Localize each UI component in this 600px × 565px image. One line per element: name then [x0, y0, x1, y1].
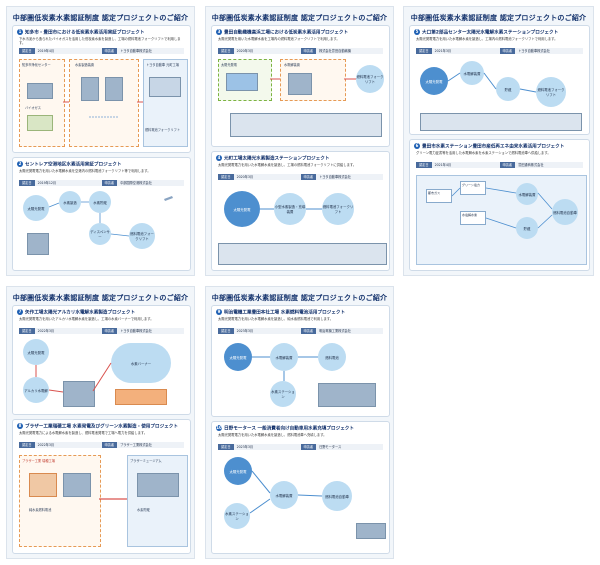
project-description: 太陽光発電電力による水電解水素を製造し、燃料電池発電で工場へ電力を供給します。	[19, 431, 148, 435]
project-description: 太陽光発電電力を用いた水電解水素を製造し、純水素燃料電池で利用します。	[218, 317, 334, 321]
panel-title: 中部圏低炭素水素認証制度 認定プロジェクトのご紹介	[12, 294, 189, 302]
panel-title: 中部圏低炭素水素認証制度 認定プロジェクトのご紹介	[211, 294, 388, 302]
project-description: 太陽光発電電力を用いたアルカリ水電解水素を製造し、工場の水素バーナーで利用します…	[19, 317, 154, 321]
project-description: 太陽光発電電力を用いた水電解水素を空港内の燃料電池フォークリフト等で利用します。	[19, 169, 151, 173]
project-diagram: 太陽光発電 水電解装置 燃料電池フォークリフト	[218, 57, 384, 140]
project-diagram: 太陽光発電 アルカリ水電解 水素バーナー	[19, 337, 184, 408]
project-description: 下水汚泥から造られたバイオガスを活用した低炭素水素を製造し、工場の燃料電池フォー…	[19, 37, 181, 46]
project-description: 太陽光発電電力を用いた水電解水素を製造し、燃料電池車へ充填します。	[218, 433, 327, 437]
project-diagram: 太陽光発電 水電解装置 水素ステーション 燃料電池自動車	[218, 453, 386, 547]
project-description: グリーン電力証書等を活用した水電解水素を水素ステーションで燃料電池車へ供給します…	[416, 151, 551, 155]
project-diagram: 太陽光発電 水電解装置 貯蔵 燃料電池フォークリフト	[416, 57, 583, 131]
project-diagram: 太陽光発電 小型水素製造・充填装置 燃料電池フォークリフト	[218, 183, 387, 265]
panel-title: 中部圏低炭素水素認証制度 認定プロジェクトのご紹介	[410, 14, 587, 22]
panel-title: 中部圏低炭素水素認証制度 認定プロジェクトのご紹介	[12, 14, 189, 22]
project-description: 太陽光発電電力を用いた水電解水素を製造し、工場内の燃料電池フォークリフトで利用し…	[416, 37, 558, 41]
project-diagram: 知多市浄化センター バイオガス 水素製造装置 トヨタ自動車 元町工場 燃料電池フ…	[19, 57, 188, 147]
project-diagram: ブラザー工業 瑞穂工場 ブラザーミュージアム 純水素燃料電池 水素貯蔵	[19, 451, 188, 547]
project-description: 太陽光発電を用いた水電解水素を工場内の燃料電池フォークリフトで利用します。	[218, 37, 340, 41]
project-diagram: 都市ガス グリーン電力 水電解水素 水電解装置 貯蔵 燃料電池自動車	[416, 171, 587, 265]
project-description: 太陽光発電電力を用いた水電解水素を製造し、工場の燃料電池フォークリフトに供給しま…	[218, 163, 357, 167]
panel-title: 中部圏低炭素水素認証制度 認定プロジェクトのご紹介	[211, 14, 388, 22]
project-diagram: 太陽光発電 水電解装置 燃料電池 水素ステーション	[218, 337, 383, 410]
project-diagram: 太陽光発電 水素製造 水素貯蔵 ディスペンサー 燃料電池フォークリフト	[19, 189, 184, 264]
